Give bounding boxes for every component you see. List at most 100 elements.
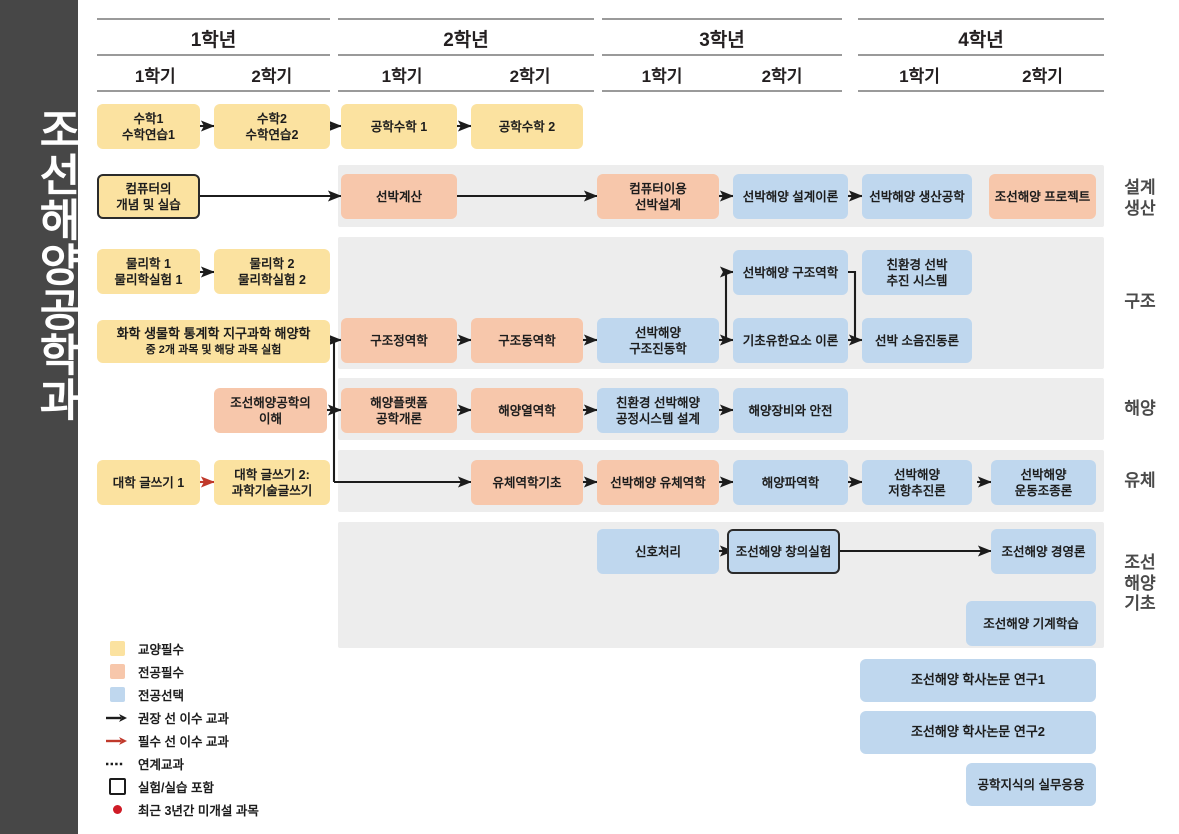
course-box-management[interactable]: 조선해양 경영론 [991,529,1096,574]
course-box-shipcalc[interactable]: 선박계산 [341,174,457,219]
legend-label: 권장 선 이수 교과 [138,712,229,726]
course-box-practical[interactable]: 공학지식의 실무응용 [966,763,1096,806]
course-box-designtheory[interactable]: 선박해양 설계이론 [733,174,848,219]
year-column-3: 3학년 1학기 2학기 [602,18,842,92]
course-box-platform[interactable]: 해양플랫폼 공학개론 [341,388,457,433]
semester-label-y4-s2: 2학기 [1022,67,1063,86]
course-box-ml[interactable]: 조선해양 기계학습 [966,601,1096,646]
semester-label-y3-s2: 2학기 [761,67,803,86]
department-title: 조선해양공학과 [31,106,80,422]
legend-item-linked-course: 연계교과 [104,753,354,774]
course-box-equipsafety[interactable]: 해양장비와 안전 [733,388,848,433]
header-rule [602,54,842,56]
legend-label: 교양필수 [138,643,185,657]
track-label-ocean: 해양 [1124,399,1156,418]
legend-label: 필수 선 이수 교과 [138,735,229,749]
course-box-shipfluid[interactable]: 선박해양 유체역학 [597,460,719,505]
course-box-computer[interactable]: 컴퓨터의 개념 및 실습 [97,174,200,219]
course-line-secondary: 중 2개 과목 및 해당 과목 실험 [145,343,282,356]
course-box-structmech[interactable]: 선박해양 구조역학 [733,250,848,295]
band-fluid [338,450,1104,512]
legend-label: 연계교과 [138,758,185,772]
year-label-2: 2학년 [443,30,489,51]
track-label-fundamentals: 조선 해양 기초 [1124,553,1156,614]
header-rule [338,54,594,56]
header-rule [858,90,1104,92]
course-box-fem[interactable]: 기초유한요소 이론 [733,318,848,363]
legend-item-major: 전공필수 [104,661,354,682]
swatch-ge-icon [104,641,130,657]
legend-item-required-arrow: 필수 선 이수 교과 [104,730,354,751]
semester-label-y4-s1: 1학기 [899,67,940,86]
swatch-major-icon [104,664,130,680]
open-box-icon [104,778,130,795]
legend: 교양필수 전공필수 전공선택 권장 선 이수 교과 필수 선 이수 교과 [104,638,354,822]
legend-label: 전공필수 [138,666,185,680]
legend-item-lab-included: 실험/실습 포함 [104,776,354,797]
legend-item-elective: 전공선택 [104,684,354,705]
semester-label-y2-s1: 1학기 [381,67,423,86]
course-box-cad[interactable]: 컴퓨터이용 선박설계 [597,174,719,219]
header-rule [338,18,594,20]
year-column-2: 2학년 1학기 2학기 [338,18,594,92]
course-box-maneuver[interactable]: 선박해양 운동조종론 [991,460,1096,505]
year-column-1: 1학년 1학기 2학기 [97,18,330,92]
course-box-project[interactable]: 조선해양 프로젝트 [989,174,1096,219]
course-box-resistance[interactable]: 선박해양 저항추진론 [862,460,972,505]
course-box-noisevib[interactable]: 선박 소음진동론 [862,318,972,363]
semester-label-y2-s2: 2학기 [509,67,551,86]
legend-label: 최근 3년간 미개설 과목 [138,804,259,818]
semester-label-y1-s2: 2학기 [251,67,293,86]
year-label-4: 4학년 [958,30,1004,51]
course-box-fluidbasic[interactable]: 유체역학기초 [471,460,583,505]
year-label-3: 3학년 [699,30,745,51]
red-dot-icon [104,802,130,818]
header-rule [338,90,594,92]
course-box-physics1[interactable]: 물리학 1 물리학실험 1 [97,249,200,294]
legend-item-recommended-arrow: 권장 선 이수 교과 [104,707,354,728]
course-box-thesis1[interactable]: 조선해양 학사논문 연구1 [860,659,1096,702]
course-box-engmath1[interactable]: 공학수학 1 [341,104,457,149]
legend-item-not-offered: 최근 3년간 미개설 과목 [104,799,354,820]
course-box-thesis2[interactable]: 조선해양 학사논문 연구2 [860,711,1096,754]
arrow-red-icon [104,733,130,749]
header-rule [97,90,330,92]
course-box-thermo[interactable]: 해양열역학 [471,388,583,433]
header-rule [858,54,1104,56]
dotted-line-icon [104,756,130,772]
header-rule [97,54,330,56]
year-label-1: 1학년 [190,30,237,51]
course-box-engmath2[interactable]: 공학수학 2 [471,104,583,149]
course-box-wavemech[interactable]: 해양파역학 [733,460,848,505]
course-box-production[interactable]: 선박해양 생산공학 [862,174,972,219]
course-box-creativelab[interactable]: 조선해양 창의실험 [727,529,840,574]
year-column-4: 4학년 1학기 2학기 [858,18,1104,92]
course-box-intro[interactable]: 조선해양공학의 이해 [214,388,327,433]
semester-label-y3-s1: 1학기 [641,67,683,86]
header-rule [858,18,1104,20]
course-box-signal[interactable]: 신호처리 [597,529,719,574]
course-box-writing1[interactable]: 대학 글쓰기 1 [97,460,200,505]
course-box-statics[interactable]: 구조정역학 [341,318,457,363]
course-box-structvib[interactable]: 선박해양 구조진동학 [597,318,719,363]
arrow-black-icon [104,710,130,726]
course-box-writing2[interactable]: 대학 글쓰기 2: 과학기술글쓰기 [214,460,330,505]
track-label-fluid: 유체 [1124,471,1156,490]
track-label-design-production: 설계 생산 [1124,178,1156,218]
course-box-physics2[interactable]: 물리학 2 물리학실험 2 [214,249,330,294]
legend-item-ge: 교양필수 [104,638,354,659]
header-rule [602,90,842,92]
course-box-dynamics[interactable]: 구조동역학 [471,318,583,363]
legend-label: 실험/실습 포함 [138,781,214,795]
course-box-math1[interactable]: 수학1 수학연습1 [97,104,200,149]
department-banner: 조선해양공학과 [0,0,80,834]
course-box-ecoprocess[interactable]: 친환경 선박해양 공정시스템 설계 [597,388,719,433]
course-box-ecopropul[interactable]: 친환경 선박 추진 시스템 [862,250,972,295]
swatch-elective-icon [104,687,130,703]
header-rule [97,18,330,20]
course-box-math2[interactable]: 수학2 수학연습2 [214,104,330,149]
legend-label: 전공선택 [138,689,185,703]
semester-label-y1-s1: 1학기 [134,67,176,86]
track-label-structure: 구조 [1124,292,1156,311]
